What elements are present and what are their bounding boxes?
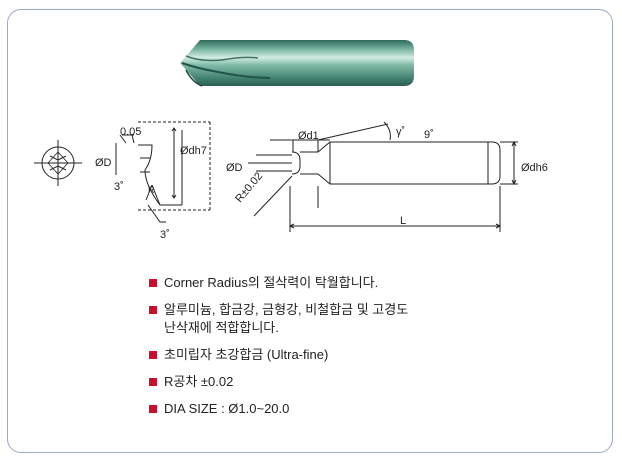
dim-shank-left: Ødh7 xyxy=(180,145,207,157)
dim-length: L xyxy=(400,215,407,227)
list-item: Corner Radius의 절삭력이 탁월합니다. xyxy=(148,274,408,292)
bullet-icon xyxy=(149,279,157,287)
dim-diameter-side: ØD xyxy=(226,162,243,174)
dim-angle-top: 3˚ xyxy=(114,181,124,193)
feature-list: Corner Radius의 절삭력이 탁월합니다. 알루미늄, 합금강, 금형… xyxy=(148,274,408,427)
list-item: 초미립자 초강합금 (Ultra-fine) xyxy=(148,346,408,364)
dim-angle-value: 9˚ xyxy=(424,129,434,141)
side-view xyxy=(248,121,518,232)
list-item: DIA SIZE : Ø1.0~20.0 xyxy=(148,400,408,418)
dim-shank-side: Ødh6 xyxy=(521,162,548,174)
bullet-icon xyxy=(149,351,157,359)
bullet-icon xyxy=(149,405,157,413)
end-mill-photo xyxy=(180,40,414,87)
list-item: R공차 ±0.02 xyxy=(148,373,408,391)
bullet-icon xyxy=(149,306,157,314)
dim-neck: Ød1 xyxy=(298,130,319,142)
dim-angle-bottom: 3˚ xyxy=(160,229,170,241)
dim-width: 0.05 xyxy=(120,126,142,138)
bullet-icon xyxy=(149,378,157,386)
end-view-icon xyxy=(34,140,82,186)
dim-diameter-left: ØD xyxy=(95,157,112,169)
corner-detail-view xyxy=(115,121,211,223)
dim-angle: γ˚ xyxy=(396,126,406,138)
dim-radius: R xyxy=(148,185,155,195)
list-item: 알루미늄, 합금강, 금형강, 비철합금 및 고경도 난삭재에 적합합니다. xyxy=(148,301,408,337)
